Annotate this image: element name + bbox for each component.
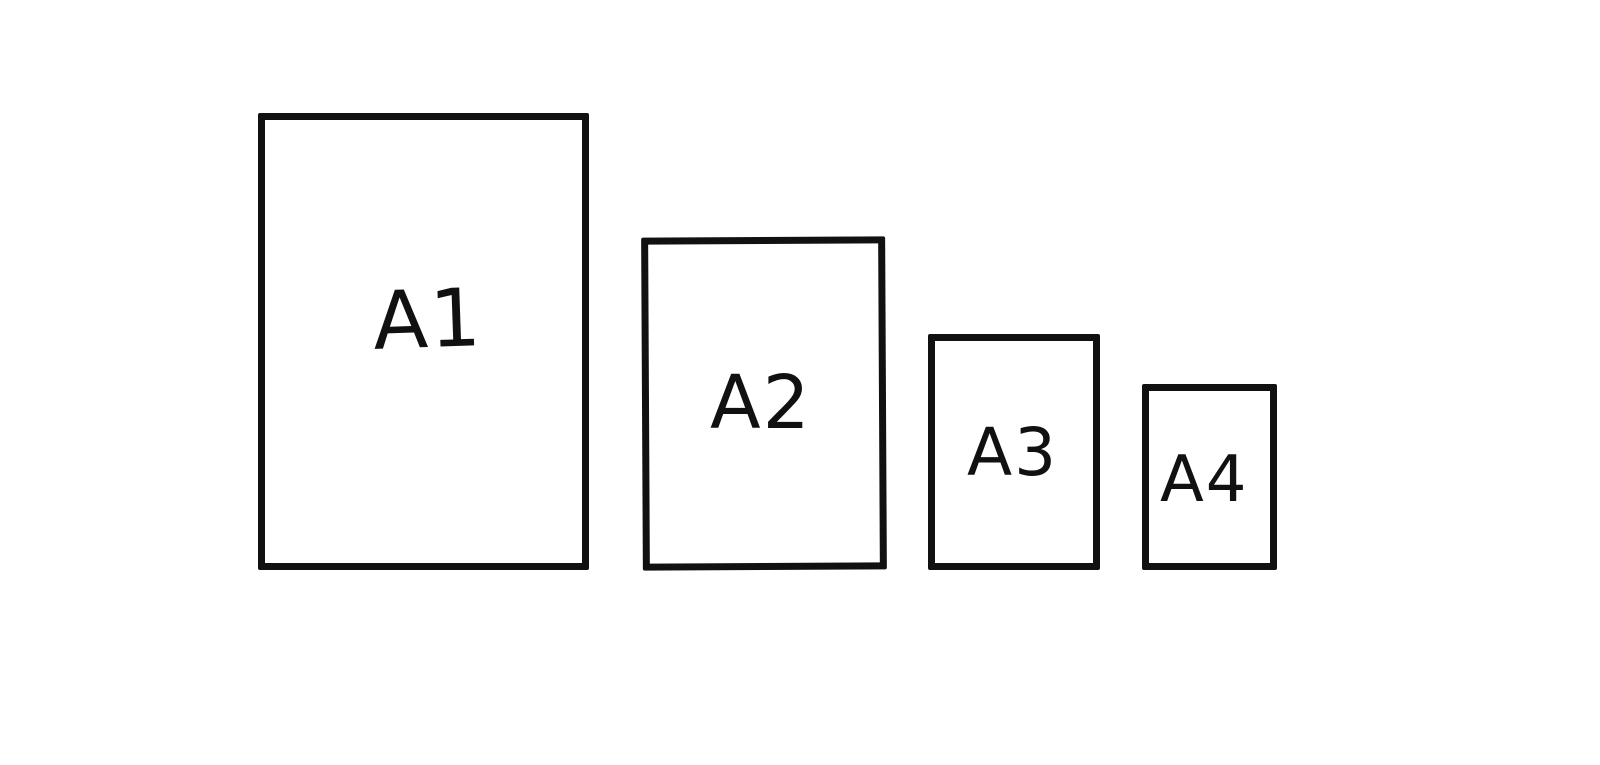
sheet-a4 bbox=[1142, 384, 1277, 570]
sheet-a1 bbox=[258, 113, 589, 570]
sheet-a3-label: A3 bbox=[967, 414, 1059, 491]
sheet-a3 bbox=[928, 334, 1100, 570]
sheet-a2-label: A2 bbox=[710, 360, 812, 446]
sheet-a4-label: A4 bbox=[1160, 443, 1249, 517]
sheet-a1-label: A1 bbox=[371, 271, 485, 368]
